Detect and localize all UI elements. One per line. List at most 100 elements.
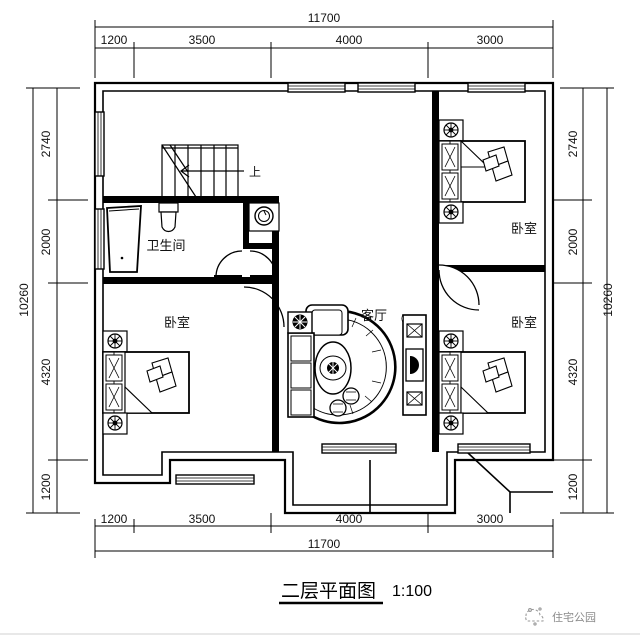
speaker-bottom-icon (406, 391, 423, 406)
bed-bottom-right-pillow-icon (482, 357, 513, 393)
room-labels: 卫生间 客厅 卧室 卧室 卧室 (146, 221, 537, 331)
right-dimension-labels: 10260 2740 2000 4320 1200 (566, 130, 615, 500)
left-dimension-group (26, 87, 88, 514)
toilet-icon (158, 202, 179, 233)
interior-walls (103, 91, 545, 452)
right-dimension-group (552, 87, 614, 514)
top-segment-label-1: 1200 (101, 33, 128, 47)
window-left-lower (94, 208, 105, 270)
bottom-dimension-labels: 1200 3500 4000 3000 11700 (101, 512, 504, 551)
bed-bottom-right (438, 351, 526, 414)
cloud-logo-icon (525, 607, 544, 626)
bedroom-top-right-furniture (438, 119, 526, 224)
staircase (161, 144, 244, 198)
window-bottom-living (321, 443, 397, 454)
window-top-3 (467, 82, 526, 93)
nightstand-left-bottom (102, 412, 128, 435)
bed-top-right-pillow-icon (482, 146, 513, 182)
left-segment-label-2: 2000 (39, 228, 53, 255)
window-top-2 (357, 82, 416, 93)
outer-wall-outline (93, 81, 555, 515)
top-segment-label-2: 3500 (189, 33, 216, 47)
right-segment-label-4: 1200 (566, 473, 580, 500)
wall-bathroom-bedroom (103, 277, 279, 284)
armchair (305, 304, 349, 336)
terrace-detail (369, 452, 553, 513)
wall-living-bedroom-right-upper (432, 91, 439, 284)
watermark-group: 住宅公园 (525, 607, 596, 626)
nightstand-br-top (438, 330, 464, 353)
room-label-bedroom-bottom-right: 卧室 (511, 315, 537, 331)
living-room-furniture (287, 304, 427, 425)
bathroom-fixtures (106, 202, 179, 273)
windows-group (94, 82, 531, 485)
window-top-1 (287, 82, 346, 93)
bedroom-left-furniture (102, 330, 190, 435)
stool-2 (329, 399, 347, 417)
nightstand-br-bottom (438, 412, 464, 435)
stair-up-arrow (180, 164, 238, 178)
bottom-segment-label-2: 3500 (189, 512, 216, 526)
drawing-scale: 1:100 (392, 583, 432, 600)
speaker-top-icon (406, 323, 423, 338)
window-bottom-right-bedroom (457, 443, 531, 454)
bottom-segment-label-4: 3000 (477, 512, 504, 526)
left-segment-label-3: 4320 (39, 358, 53, 385)
top-segment-label-3: 4000 (336, 33, 363, 47)
room-label-bedroom-top-right: 卧室 (511, 221, 537, 237)
left-overall-label: 10260 (17, 283, 31, 317)
window-bottom-left-bedroom (175, 474, 255, 485)
top-dimension-labels: 11700 1200 3500 4000 3000 (101, 11, 504, 47)
coffee-table (314, 341, 352, 395)
door-bathroom (214, 250, 243, 280)
nightstand-tr-bottom (438, 201, 464, 224)
left-dimension-labels: 10260 2740 2000 4320 1200 (17, 130, 53, 500)
wall-bedroom-living-lower (272, 284, 279, 452)
nightstand-left-top (102, 330, 128, 353)
watermark-label: 住宅公园 (552, 610, 596, 624)
door-bedroom-bottom-right (438, 269, 480, 311)
bottom-overall-label: 11700 (308, 537, 341, 551)
room-label-living-room: 客厅 (361, 308, 387, 324)
window-left-upper (94, 111, 105, 177)
sofa-three-seat (287, 332, 315, 418)
drawing-title-group: 二层平面图 1:100 (279, 580, 432, 605)
top-overall-label: 11700 (308, 11, 341, 25)
bed-left (102, 351, 190, 414)
bathtub-icon (106, 205, 142, 273)
right-segment-label-1: 2740 (566, 130, 580, 157)
bottom-segment-label-3: 4000 (336, 512, 363, 526)
bottom-dimension-group (94, 513, 554, 558)
right-overall-label: 10260 (601, 283, 615, 317)
right-segment-label-2: 2000 (566, 228, 580, 255)
nightstand-tr-top (438, 119, 464, 142)
bed-left-pillow-icon (146, 357, 177, 393)
stair-up-label: 上 (249, 165, 261, 179)
stool-1 (342, 387, 360, 405)
left-segment-label-1: 2740 (39, 130, 53, 157)
drawing-title: 二层平面图 (281, 580, 376, 602)
tv-cabinet (401, 314, 427, 416)
inner-wall-face (102, 90, 546, 506)
exterior-walls (93, 81, 555, 515)
wall-washer-alcove-bottom (243, 243, 279, 249)
room-label-bathroom: 卫生间 (146, 239, 185, 254)
wall-living-bedroom-right-lower (432, 284, 439, 452)
wall-washer-alcove-left (243, 203, 249, 249)
right-segment-label-3: 4320 (566, 358, 580, 385)
corner-side-table-icon (287, 311, 313, 334)
tv-icon (405, 348, 424, 382)
bottom-segment-label-1: 1200 (101, 512, 128, 526)
bed-top-right (438, 139, 526, 203)
top-dimension-group (94, 20, 554, 78)
left-segment-label-4: 1200 (39, 473, 53, 500)
washing-machine-icon (248, 202, 280, 232)
top-segment-label-4: 3000 (477, 33, 504, 47)
door-bedroom-left (243, 286, 285, 328)
wall-between-right-bedrooms (439, 265, 545, 272)
door-washer-alcove (249, 250, 278, 280)
room-label-bedroom-left: 卧室 (164, 315, 190, 331)
wall-stair-bathroom (103, 196, 279, 203)
